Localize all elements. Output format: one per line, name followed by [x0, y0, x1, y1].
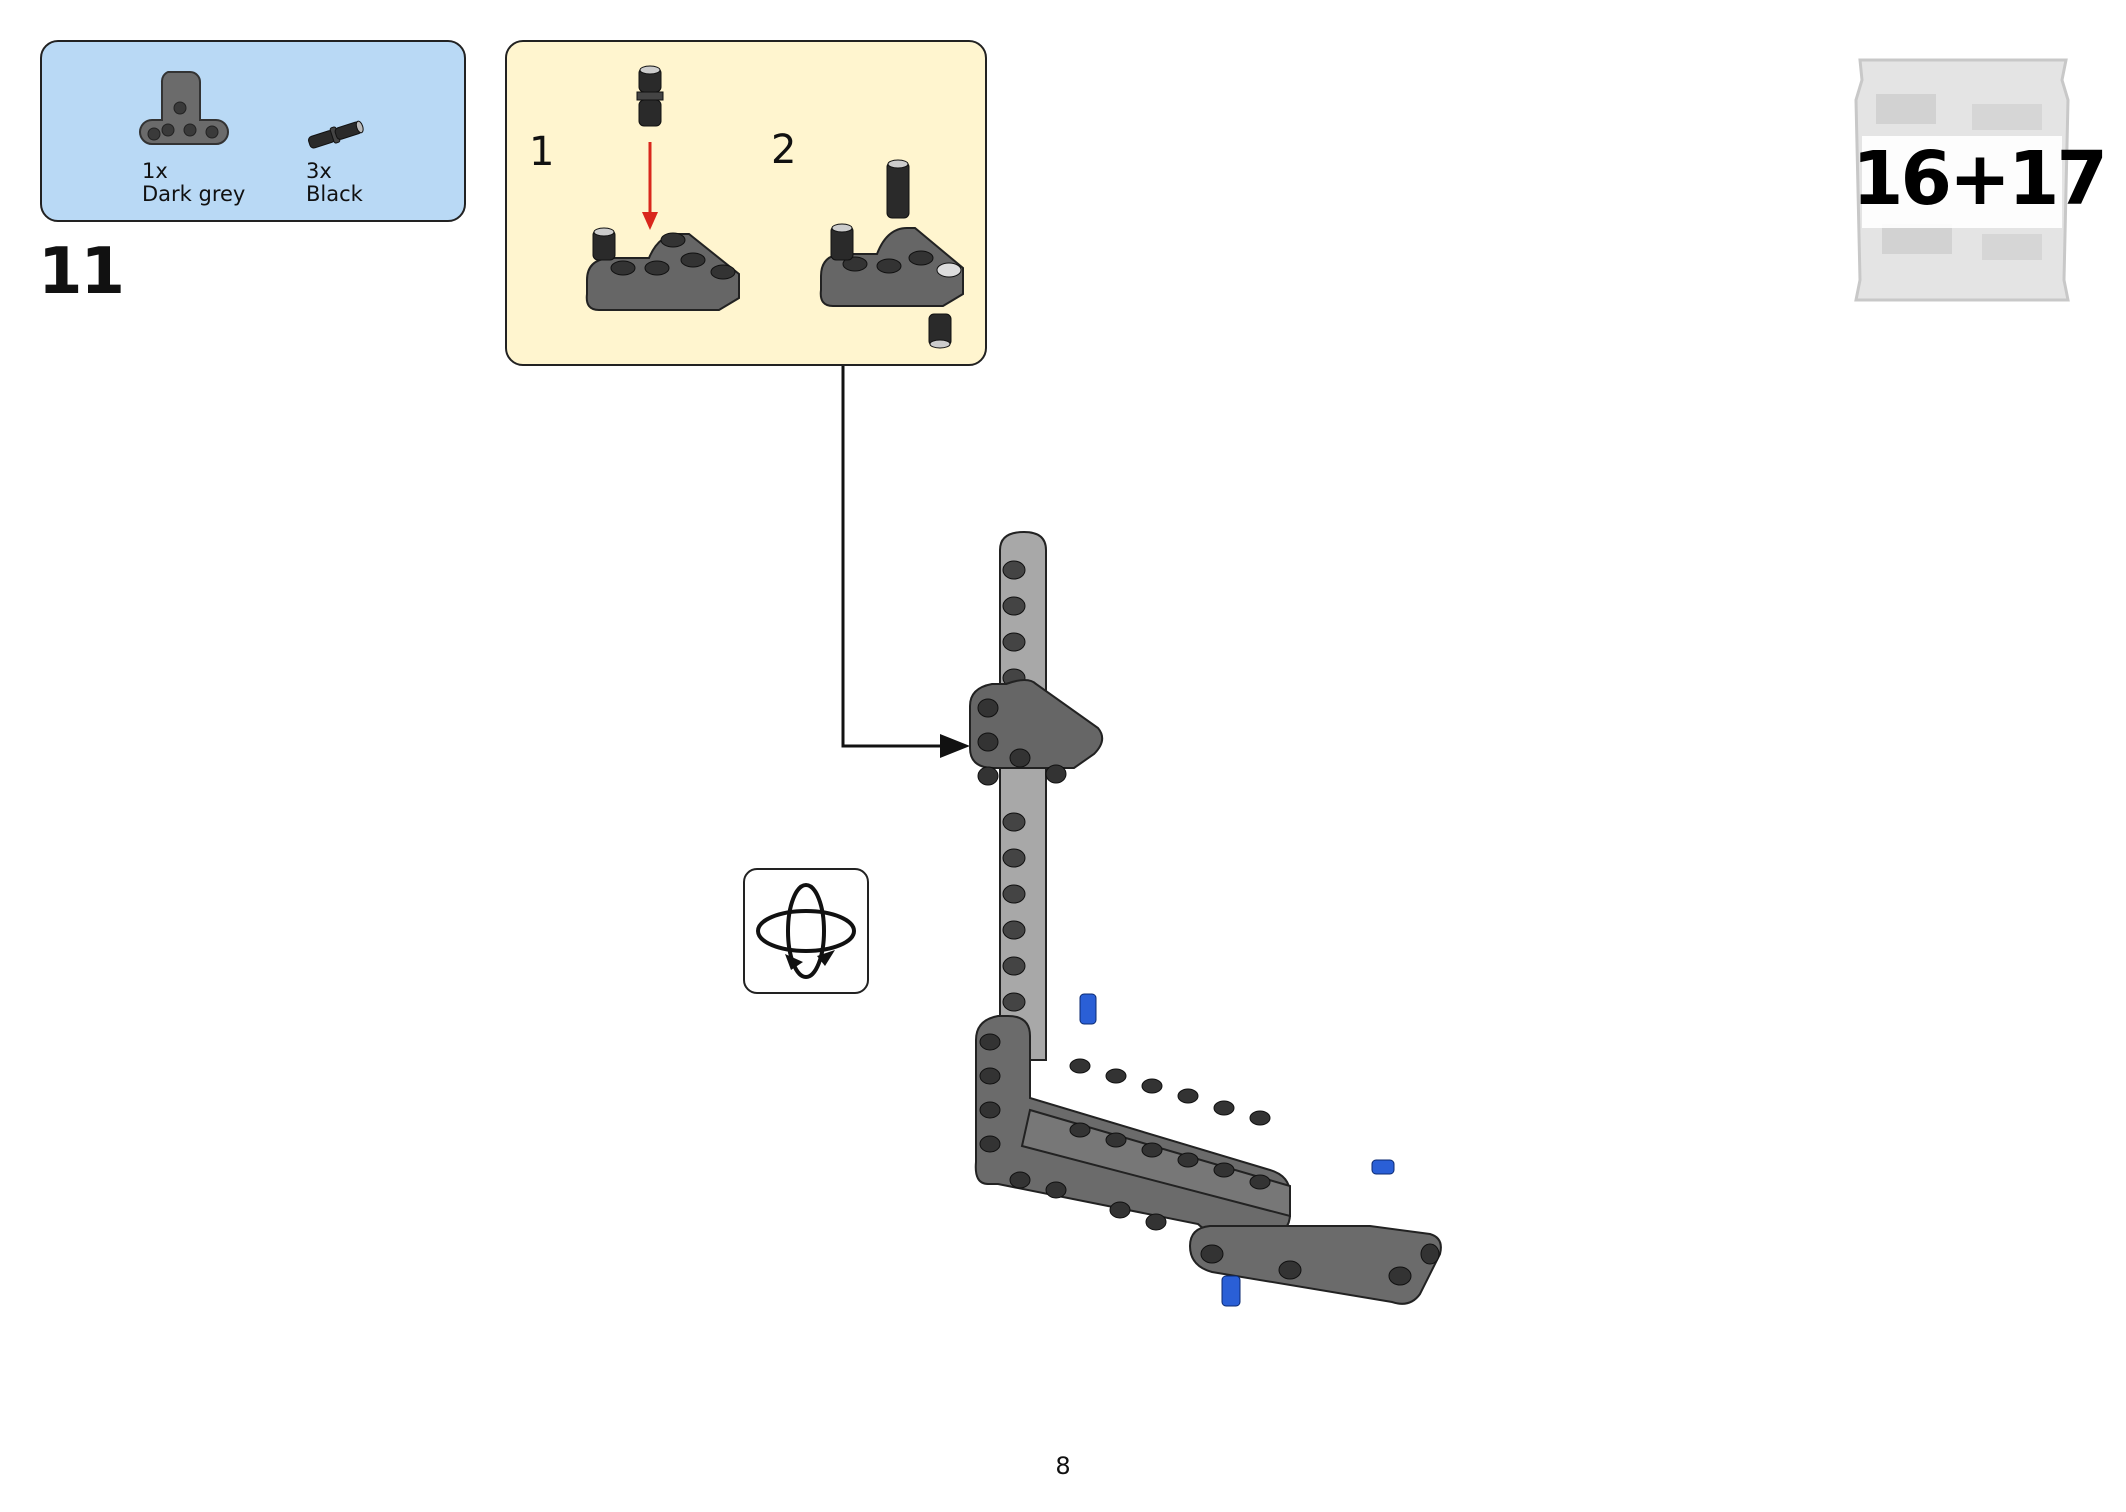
t-beam-icon — [138, 64, 234, 160]
part-color: Black — [306, 182, 363, 206]
part-item-black: 3x Black — [306, 160, 363, 206]
part-qty: 3x — [306, 159, 332, 183]
model-illustration — [960, 530, 1500, 1360]
rotate-model-icon — [743, 868, 869, 994]
page-number: 8 — [1055, 1452, 1071, 1480]
part-qty: 1x — [142, 159, 168, 183]
bag-number: 16+17 — [1852, 136, 2108, 222]
parts-list-panel: 1x Dark grey 3x Black — [40, 40, 466, 222]
substep-number-2: 2 — [771, 127, 797, 173]
substep-number-1: 1 — [529, 129, 555, 175]
part-color: Dark grey — [142, 182, 246, 206]
friction-pin-icon — [304, 120, 366, 150]
part-item-dark-grey: 1x Dark grey — [142, 160, 245, 206]
substep-1-illustration — [577, 62, 747, 352]
substep-panel: 1 2 — [505, 40, 987, 366]
bag-indicator: 16+17 — [1852, 54, 2108, 308]
substep-2-illustration — [811, 146, 971, 356]
step-number: 11 — [38, 235, 125, 309]
